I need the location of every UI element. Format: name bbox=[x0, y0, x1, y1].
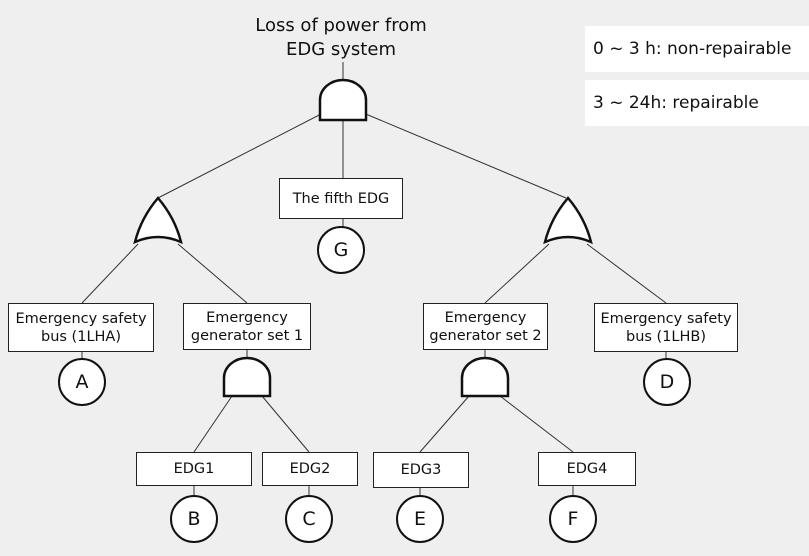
basic-event-a: A bbox=[58, 358, 106, 406]
basic-event-g: G bbox=[317, 226, 365, 274]
top-event-line-2: EDG system bbox=[286, 39, 396, 60]
gen-set-2-line-2: generator set 2 bbox=[429, 327, 542, 344]
gen-set-2-and-gate-icon bbox=[460, 356, 510, 398]
top-and-gate-icon bbox=[318, 78, 368, 122]
edg4-label: EDG4 bbox=[566, 461, 608, 477]
bus-1lhb-line-1: Emergency safety bbox=[600, 310, 732, 327]
legend-non-repairable-text: 0 ~ 3 h: non-repairable bbox=[593, 39, 792, 59]
basic-event-c-label: C bbox=[302, 508, 316, 530]
legend-repairable: 3 ~ 24h: repairable bbox=[585, 80, 809, 126]
gen-set-2-line-1: Emergency bbox=[444, 309, 527, 326]
bus-1lhb-line-2: bus (1LHB) bbox=[625, 328, 707, 345]
gen-set-2-box: Emergency generator set 2 bbox=[423, 303, 548, 350]
gen-set-1-line-1: Emergency bbox=[206, 309, 288, 326]
basic-event-e: E bbox=[396, 495, 444, 543]
basic-event-b: B bbox=[170, 495, 218, 543]
left-or-gate-icon bbox=[133, 196, 183, 245]
top-event-line-1: Loss of power from bbox=[255, 15, 427, 36]
connector-lines bbox=[81, 62, 667, 496]
basic-event-f-label: F bbox=[567, 508, 579, 530]
edg1-label: EDG1 bbox=[173, 461, 215, 477]
bus-1lha-line-1: Emergency safety bbox=[15, 310, 147, 327]
basic-event-g-label: G bbox=[333, 239, 349, 261]
gen-set-1-box: Emergency generator set 1 bbox=[183, 303, 311, 350]
basic-event-d: D bbox=[643, 358, 691, 406]
basic-event-c: C bbox=[285, 495, 333, 543]
top-event-label: Loss of power from EDG system bbox=[225, 14, 457, 62]
edg2-box: EDG2 bbox=[262, 452, 358, 486]
fifth-edg-label: The fifth EDG bbox=[292, 190, 390, 207]
gen-set-1-and-gate-icon bbox=[222, 356, 272, 398]
edg4-box: EDG4 bbox=[538, 452, 636, 486]
bus-1lha-line-2: bus (1LHA) bbox=[41, 328, 121, 345]
edg2-label: EDG2 bbox=[289, 461, 331, 477]
edg3-box: EDG3 bbox=[373, 452, 469, 488]
bus-1lha-box: Emergency safety bus (1LHA) bbox=[8, 303, 154, 352]
bus-1lhb-box: Emergency safety bus (1LHB) bbox=[594, 303, 738, 352]
legend-repairable-text: 3 ~ 24h: repairable bbox=[593, 93, 759, 113]
edg1-box: EDG1 bbox=[136, 452, 252, 486]
edg3-label: EDG3 bbox=[400, 462, 442, 478]
basic-event-b-label: B bbox=[187, 508, 201, 530]
basic-event-a-label: A bbox=[75, 371, 89, 393]
basic-event-d-label: D bbox=[659, 371, 675, 393]
basic-event-f: F bbox=[549, 495, 597, 543]
fifth-edg-box: The fifth EDG bbox=[279, 178, 403, 219]
right-or-gate-icon bbox=[543, 196, 593, 245]
basic-event-e-label: E bbox=[413, 508, 426, 530]
legend-non-repairable: 0 ~ 3 h: non-repairable bbox=[585, 26, 809, 72]
gen-set-1-line-2: generator set 1 bbox=[190, 327, 304, 344]
